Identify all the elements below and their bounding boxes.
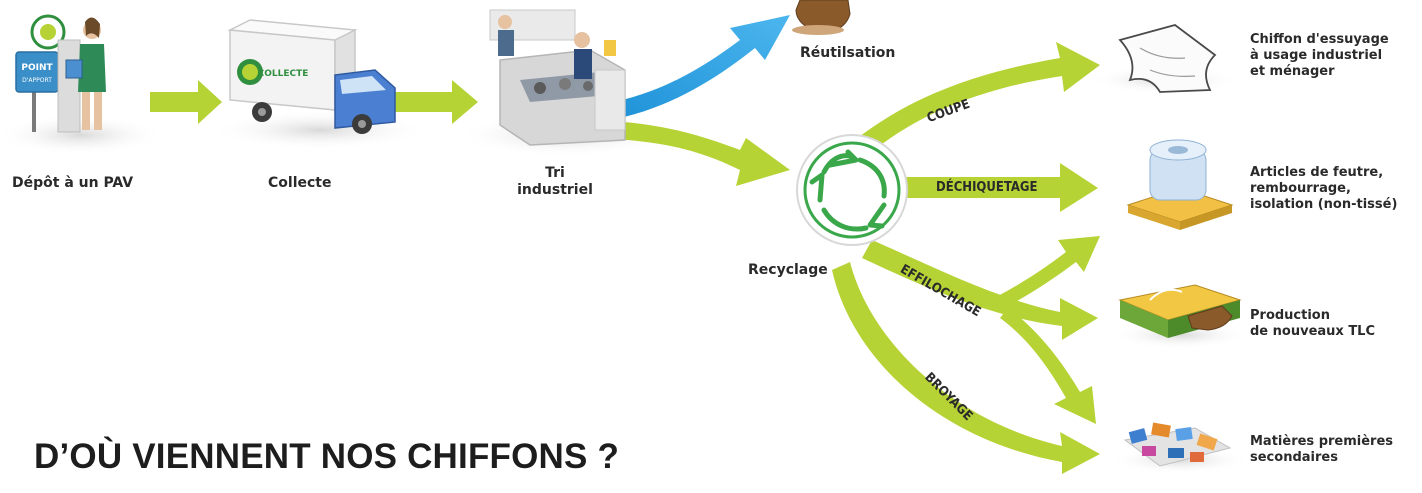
recycle-icon (796, 134, 908, 246)
output-line: Matières premières (1250, 434, 1394, 449)
flow-arrow-1 (150, 80, 222, 124)
recycle-arrow (590, 120, 790, 186)
output-line: rembourrage, (1250, 181, 1351, 196)
output-label-matieres: Matières premières secondaires (1250, 434, 1393, 466)
raw-material-icon (1123, 422, 1232, 467)
felt-roll-icon (1126, 139, 1234, 230)
output-label-feutre: Articles de feutre, rembourrage, isolati… (1250, 165, 1397, 213)
output-line: à usage industriel (1250, 48, 1383, 63)
step-label-recyclage: Recyclage (748, 262, 828, 278)
output-line: Chiffon d'essuyage (1250, 32, 1389, 47)
svg-text:COLLECTE: COLLECTE (258, 69, 309, 79)
sorting-workers-icon (489, 9, 626, 146)
cloth-icon (1118, 24, 1217, 93)
branch-arrow-coupe (855, 42, 1100, 155)
step-label-tri-line2: industriel (517, 182, 593, 198)
shoes-reuse-icon (792, 0, 851, 35)
output-line: Articles de feutre, (1250, 165, 1384, 180)
branch-arrow-broyage (832, 262, 1100, 474)
flow-arrow-2 (385, 80, 478, 124)
output-label-tlc: Production de nouveaux TLC (1250, 308, 1375, 340)
svg-text:D'APPORT: D'APPORT (22, 77, 52, 84)
step-label-tri-line1: Tri (545, 165, 565, 181)
output-line: secondaires (1250, 450, 1338, 465)
headline: D’OÙ VIENNENT NOS CHIFFONS ? (34, 437, 620, 476)
branch-label-dechiquetage: DÉCHIQUETAGE (936, 180, 1038, 195)
output-line: isolation (non-tissé) (1250, 197, 1398, 212)
reuse-arrow (590, 15, 790, 122)
branch-arrow-effilochage-down (1000, 308, 1096, 424)
output-line: de nouveaux TLC (1250, 324, 1376, 339)
output-line: et ménager (1250, 64, 1335, 79)
step-label-reutilisation: Réutilsation (800, 45, 896, 61)
step-label-collecte: Collecte (268, 175, 332, 191)
step-label-tri: Tri industriel (500, 165, 610, 199)
step-label-depot: Dépôt à un PAV (12, 175, 134, 191)
svg-text:POINT: POINT (21, 63, 53, 73)
textile-shoes-icon (1118, 284, 1242, 338)
truck-icon: COLLECTE (227, 19, 396, 134)
drop-off-point-icon: POINT D'APPORT (15, 14, 106, 133)
output-line: Production (1250, 308, 1330, 323)
branch-arrow-effilochage-up (990, 236, 1100, 312)
branch-arrow-dechiquetage (900, 163, 1098, 212)
output-label-chiffon: Chiffon d'essuyage à usage industriel et… (1250, 32, 1389, 80)
branch-arrow-effilochage (862, 240, 1098, 340)
